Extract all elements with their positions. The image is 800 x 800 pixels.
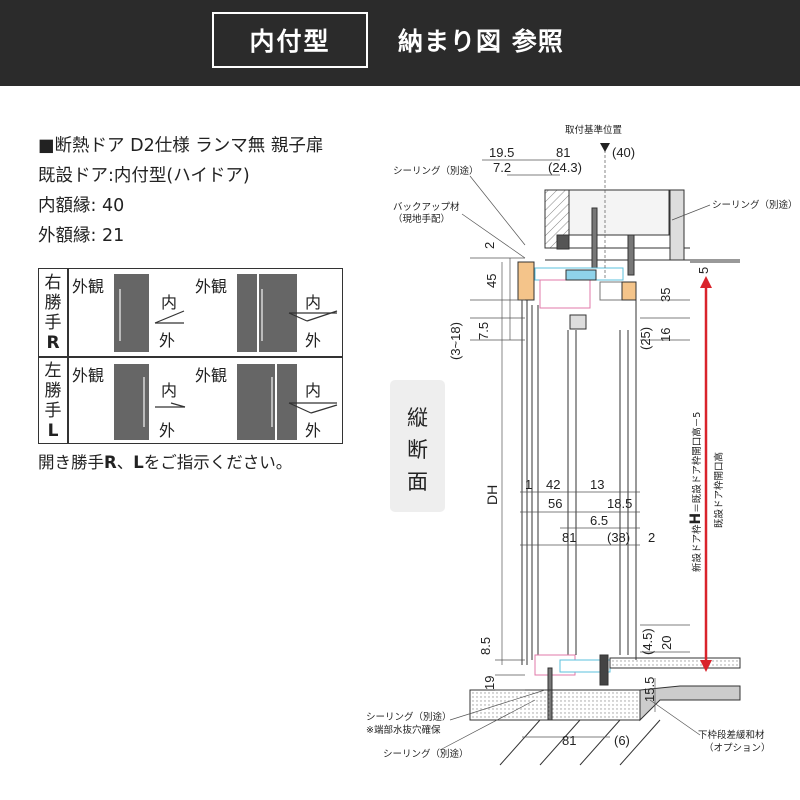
inside-label-l1: 内 — [161, 381, 178, 400]
spec-line-2: 既設ドア:内付型(ハイドア) — [38, 166, 250, 186]
sealing-label-1: シーリング（別途） — [393, 165, 479, 177]
svg-text:81: 81 — [556, 145, 570, 160]
door-double-left-icon — [237, 364, 338, 440]
svg-text:6.5: 6.5 — [590, 513, 608, 528]
sealing-label-2: シーリング（別途） — [712, 199, 798, 211]
new-frame-head — [517, 261, 637, 330]
door-icons — [114, 274, 338, 440]
svg-text:16: 16 — [658, 328, 673, 342]
height-arrow — [700, 276, 712, 672]
svg-text:81: 81 — [562, 530, 576, 545]
outside-label-r2: 外 — [305, 331, 322, 350]
dimension-lines — [470, 150, 690, 738]
inside-label-l2: 内 — [305, 381, 322, 400]
svg-text:(38): (38) — [607, 530, 630, 545]
svg-text:20: 20 — [659, 636, 674, 650]
svg-text:2: 2 — [482, 242, 497, 249]
floor-structure — [469, 685, 741, 766]
backup-label-2: （現地手配） — [393, 213, 450, 225]
door-single-right-icon — [114, 274, 185, 352]
door-double-right-icon — [237, 274, 338, 352]
sealing-label-3: シーリング（別途） — [366, 711, 452, 723]
sill-label-1: 下枠段差緩和材 — [698, 729, 765, 741]
svg-text:5: 5 — [696, 267, 711, 274]
svg-text:(24.3): (24.3) — [548, 160, 582, 175]
sealing-label-4: シーリング（別途） — [383, 748, 469, 760]
door-leaves — [521, 300, 637, 665]
exterior-label-l2: 外観 — [195, 366, 228, 385]
svg-text:13: 13 — [590, 477, 604, 492]
svg-text:8.5: 8.5 — [478, 637, 493, 655]
leader-lines — [439, 175, 711, 751]
inside-label-r2: 内 — [305, 293, 322, 312]
section-label-badge: 縦 断 面 — [390, 380, 445, 512]
svg-text:45: 45 — [484, 274, 499, 288]
header-title: 納まり図 参照 — [398, 27, 564, 56]
drain-note-label: ※端部水抜穴確保 — [366, 724, 441, 736]
vertical-label-new: 新設ドア枠H＝既設ドア枠開口高－5 — [688, 412, 704, 572]
dimension-texts: 19.5 81 (40) 7.2 (24.3) 2 45 5 35 (3~18)… — [448, 145, 711, 748]
outside-label-l1: 外 — [159, 421, 176, 440]
svg-text:(4.5): (4.5) — [640, 628, 655, 655]
svg-text:(6): (6) — [614, 733, 630, 748]
ref-position-label: 取付基準位置 — [565, 124, 622, 136]
svg-text:19.5: 19.5 — [489, 145, 514, 160]
spec-line-3: 内額縁: 40 — [38, 196, 125, 216]
exterior-label-r1: 外観 — [72, 277, 105, 296]
table-divider-h — [39, 356, 342, 358]
header-bar: 内付型 納まり図 参照 — [0, 0, 800, 86]
type-label: 内付型 — [249, 27, 331, 56]
table-divider-v — [67, 269, 69, 443]
ref-mark-icon — [600, 143, 610, 152]
vertical-label-existing: 既設ドア枠開口高 — [713, 452, 725, 528]
backup-label-1: バックアップ材 — [393, 201, 460, 213]
svg-text:7.2: 7.2 — [493, 160, 511, 175]
svg-text:56: 56 — [548, 496, 562, 511]
exterior-label-l1: 外観 — [72, 366, 105, 385]
svg-text:(3~18): (3~18) — [448, 322, 463, 360]
existing-frame-top — [544, 189, 740, 276]
outside-label-l2: 外 — [305, 421, 322, 440]
svg-text:42: 42 — [546, 477, 560, 492]
exterior-label-r2: 外観 — [195, 277, 228, 296]
svg-text:35: 35 — [658, 288, 673, 302]
svg-text:7.5: 7.5 — [476, 322, 491, 340]
inside-label-r1: 内 — [161, 293, 178, 312]
svg-text:(25): (25) — [638, 327, 653, 350]
svg-text:15.5: 15.5 — [642, 677, 657, 702]
dh-label: DH — [484, 485, 500, 505]
sill-label-2: （オプション） — [704, 742, 771, 754]
type-label-box: 内付型 — [212, 12, 368, 68]
svg-text:19: 19 — [482, 676, 497, 690]
spec-line-4: 外額縁: 21 — [38, 226, 125, 246]
threshold-bottom — [534, 654, 741, 721]
svg-text:2: 2 — [648, 530, 655, 545]
handing-note: 開き勝手R、Lをご指示ください。 — [38, 453, 293, 472]
svg-text:1: 1 — [525, 477, 532, 492]
svg-text:(40): (40) — [612, 145, 635, 160]
svg-text:81: 81 — [562, 733, 576, 748]
door-single-left-icon — [114, 364, 186, 440]
spec-line-1: ■断熱ドア D2仕様 ランマ無 親子扉 — [38, 136, 324, 156]
svg-text:18.5: 18.5 — [607, 496, 632, 511]
outside-label-r1: 外 — [159, 331, 176, 350]
